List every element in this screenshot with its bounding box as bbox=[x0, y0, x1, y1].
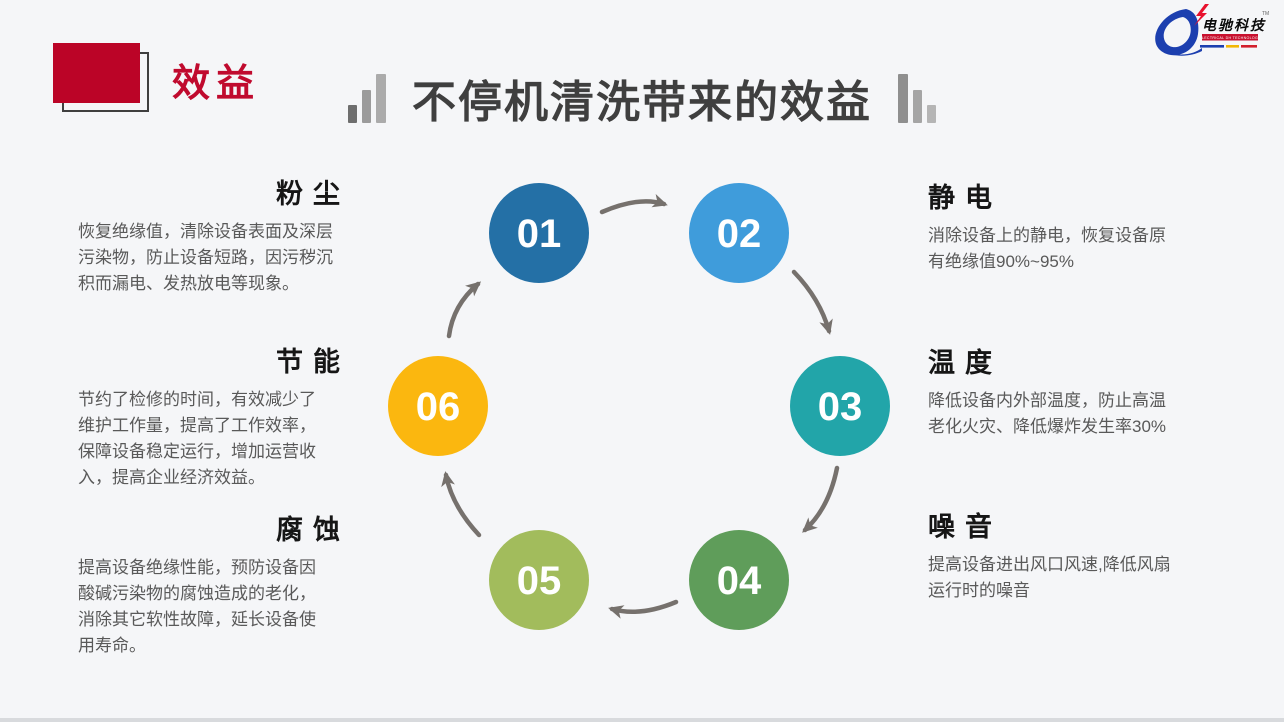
logo-stripe-red bbox=[1241, 45, 1257, 48]
benefit-body: 降低设备内外部温度，防止高温 老化火灾、降低爆炸发生率30% bbox=[928, 390, 1167, 436]
benefit-block-dust: 粉尘 恢复绝缘值，清除设备表面及深层 污染物，防止设备短路，因污秽沉 积而漏电、… bbox=[78, 179, 350, 297]
cycle-arrow-2-3 bbox=[791, 269, 833, 335]
logo-name: 电驰科技 bbox=[1202, 17, 1266, 33]
logo-stripe-blue bbox=[1200, 45, 1224, 48]
benefit-block-corrosion: 腐蚀 提高设备绝缘性能，预防设备因 酸碱污染物的腐蚀造成的老化， 消除其它软性故… bbox=[78, 515, 350, 659]
step-number-01: 01 bbox=[517, 212, 562, 256]
benefit-block-static: 静电 消除设备上的静电，恢复设备原 有绝缘值90%~95% bbox=[928, 183, 1233, 275]
step-circle-01 bbox=[489, 183, 589, 283]
lightning-icon bbox=[1194, 4, 1209, 26]
step-circle-02 bbox=[689, 183, 789, 283]
benefit-body: 节约了检修的时间，有效减少了 维护工作量，提高了工作效率， 保障设备稳定运行，增… bbox=[78, 389, 316, 487]
step-circle-05 bbox=[489, 530, 589, 630]
step-circle-04 bbox=[689, 530, 789, 630]
cycle-arrow-5-6 bbox=[441, 471, 482, 538]
logo-swoosh-icon bbox=[1155, 9, 1199, 56]
step-number-03: 03 bbox=[818, 385, 863, 429]
section-marker bbox=[53, 43, 149, 113]
benefit-body: 提高设备进出风口风速,降低风扇 运行时的噪音 bbox=[928, 554, 1171, 600]
logo-stripe-yellow bbox=[1226, 45, 1239, 48]
logo-subtitle-bar bbox=[1202, 34, 1258, 41]
benefit-title: 温度 bbox=[928, 348, 1002, 378]
step-number-04: 04 bbox=[717, 559, 762, 603]
benefit-block-energy: 节能 节约了检修的时间，有效减少了 维护工作量，提高了工作效率， 保障设备稳定运… bbox=[78, 347, 350, 491]
benefit-body: 提高设备绝缘性能，预防设备因 酸碱污染物的腐蚀造成的老化， 消除其它软性故障，延… bbox=[78, 557, 316, 655]
section-label: 效益 bbox=[172, 63, 261, 105]
bar-chart-icon-left bbox=[348, 74, 386, 123]
cycle-arrow-4-5 bbox=[608, 599, 679, 619]
benefit-title: 静电 bbox=[928, 183, 1002, 213]
cycle-arrow-6-1 bbox=[446, 281, 482, 339]
bottom-bar bbox=[0, 718, 1284, 722]
benefit-title: 腐蚀 bbox=[276, 515, 350, 545]
step-number-02: 02 bbox=[717, 212, 762, 256]
step-circle-03 bbox=[790, 356, 890, 456]
step-number-05: 05 bbox=[517, 559, 562, 603]
logo-swoosh-tail bbox=[1160, 48, 1202, 56]
benefit-title: 噪音 bbox=[928, 512, 1002, 542]
benefit-block-temperature: 温度 降低设备内外部温度，防止高温 老化火灾、降低爆炸发生率30% bbox=[928, 348, 1233, 440]
step-circle-06 bbox=[388, 356, 488, 456]
page-title: 不停机清洗带来的效益 bbox=[412, 78, 872, 127]
cycle-arrow-1-2 bbox=[599, 193, 668, 215]
step-number-06: 06 bbox=[416, 385, 461, 429]
benefit-body: 消除设备上的静电，恢复设备原 有绝缘值90%~95% bbox=[928, 225, 1166, 271]
logo-trademark: TM bbox=[1262, 11, 1269, 17]
bar-chart-icon-right bbox=[898, 74, 936, 123]
cycle-arrow-3-4 bbox=[802, 465, 840, 533]
company-logo: 电驰科技 TM ELECTRICAL DH TECHNOLOGY bbox=[1150, 4, 1272, 62]
section-marker-box bbox=[53, 43, 140, 103]
benefit-block-noise: 噪音 提高设备进出风口风速,降低风扇 运行时的噪音 bbox=[928, 512, 1233, 604]
benefit-body: 恢复绝缘值，清除设备表面及深层 污染物，防止设备短路，因污秽沉 积而漏电、发热放… bbox=[78, 221, 333, 293]
logo-graphic: 电驰科技 TM ELECTRICAL DH TECHNOLOGY bbox=[1155, 4, 1269, 56]
benefit-title: 节能 bbox=[276, 347, 350, 377]
benefit-title: 粉尘 bbox=[276, 179, 350, 209]
logo-subtitle: ELECTRICAL DH TECHNOLOGY bbox=[1199, 36, 1261, 40]
